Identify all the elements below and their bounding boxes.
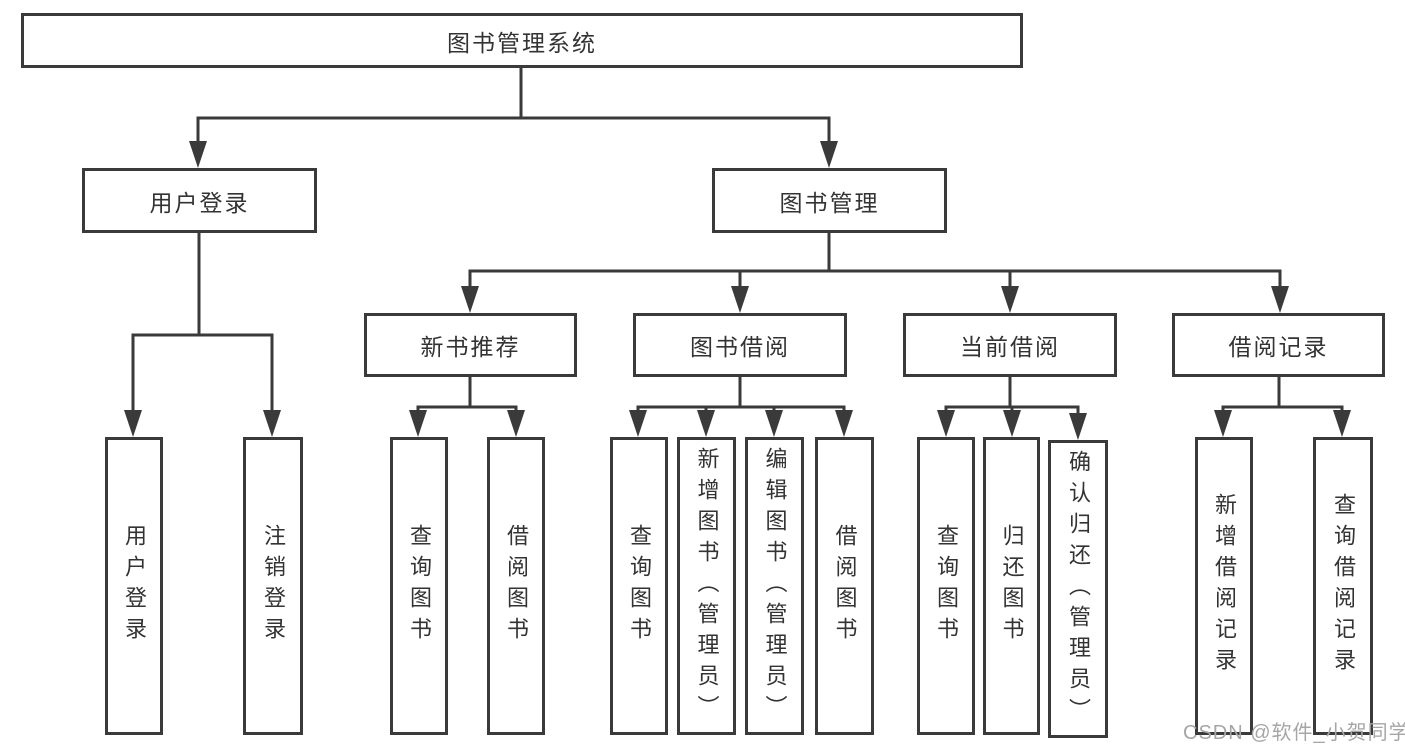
node-book-management: 图书管理	[712, 168, 947, 233]
arrowhead	[189, 141, 207, 168]
node-leaf-borrow-books: 借阅图书	[815, 437, 874, 735]
arrowhead	[835, 410, 853, 437]
node-leaf-query-books-borrow: 查询图书	[610, 437, 668, 735]
arrowhead	[1003, 410, 1021, 437]
node-new-book-recommend: 新书推荐	[364, 313, 577, 377]
arrowhead	[1001, 286, 1019, 313]
node-book-borrow: 图书借阅	[633, 313, 847, 377]
node-leaf-return-book: 归还图书	[983, 437, 1040, 735]
arrowhead	[937, 410, 955, 437]
arrowhead	[124, 410, 142, 437]
arrowhead	[629, 410, 647, 437]
csdn-watermark: CSDN @软件_小贺同学	[1183, 722, 1405, 744]
node-leaf-query-books-current: 查询图书	[917, 437, 975, 735]
arrowhead	[820, 141, 838, 168]
arrowhead	[1069, 413, 1087, 440]
arrowhead	[461, 286, 479, 313]
node-borrow-records: 借阅记录	[1172, 313, 1385, 377]
arrowhead	[263, 410, 281, 437]
node-library-management-system: 图书管理系统	[21, 13, 1023, 68]
node-current-borrow: 当前借阅	[903, 313, 1117, 377]
node-leaf-edit-book-admin: 编辑图书（管理员）	[745, 437, 804, 735]
arrowhead	[697, 410, 715, 437]
node-leaf-confirm-return-admin: 确认归还（管理员）	[1048, 440, 1108, 738]
node-leaf-user-login: 用户登录	[105, 437, 163, 735]
node-user-login: 用户登录	[82, 168, 317, 233]
node-leaf-borrow-books-recommend: 借阅图书	[487, 437, 545, 735]
arrowhead	[731, 286, 749, 313]
arrowhead	[409, 410, 427, 437]
arrowhead	[1271, 286, 1289, 313]
arrowhead	[1333, 410, 1351, 437]
arrowhead	[507, 410, 525, 437]
node-leaf-logout: 注销登录	[243, 437, 303, 735]
node-leaf-query-borrow-record: 查询借阅记录	[1313, 437, 1373, 735]
arrowhead	[765, 410, 783, 437]
node-leaf-query-books-recommend: 查询图书	[390, 437, 448, 735]
arrowhead	[1214, 410, 1232, 437]
node-leaf-add-book-admin: 新增图书（管理员）	[677, 437, 736, 735]
node-leaf-add-borrow-record: 新增借阅记录	[1195, 437, 1253, 735]
